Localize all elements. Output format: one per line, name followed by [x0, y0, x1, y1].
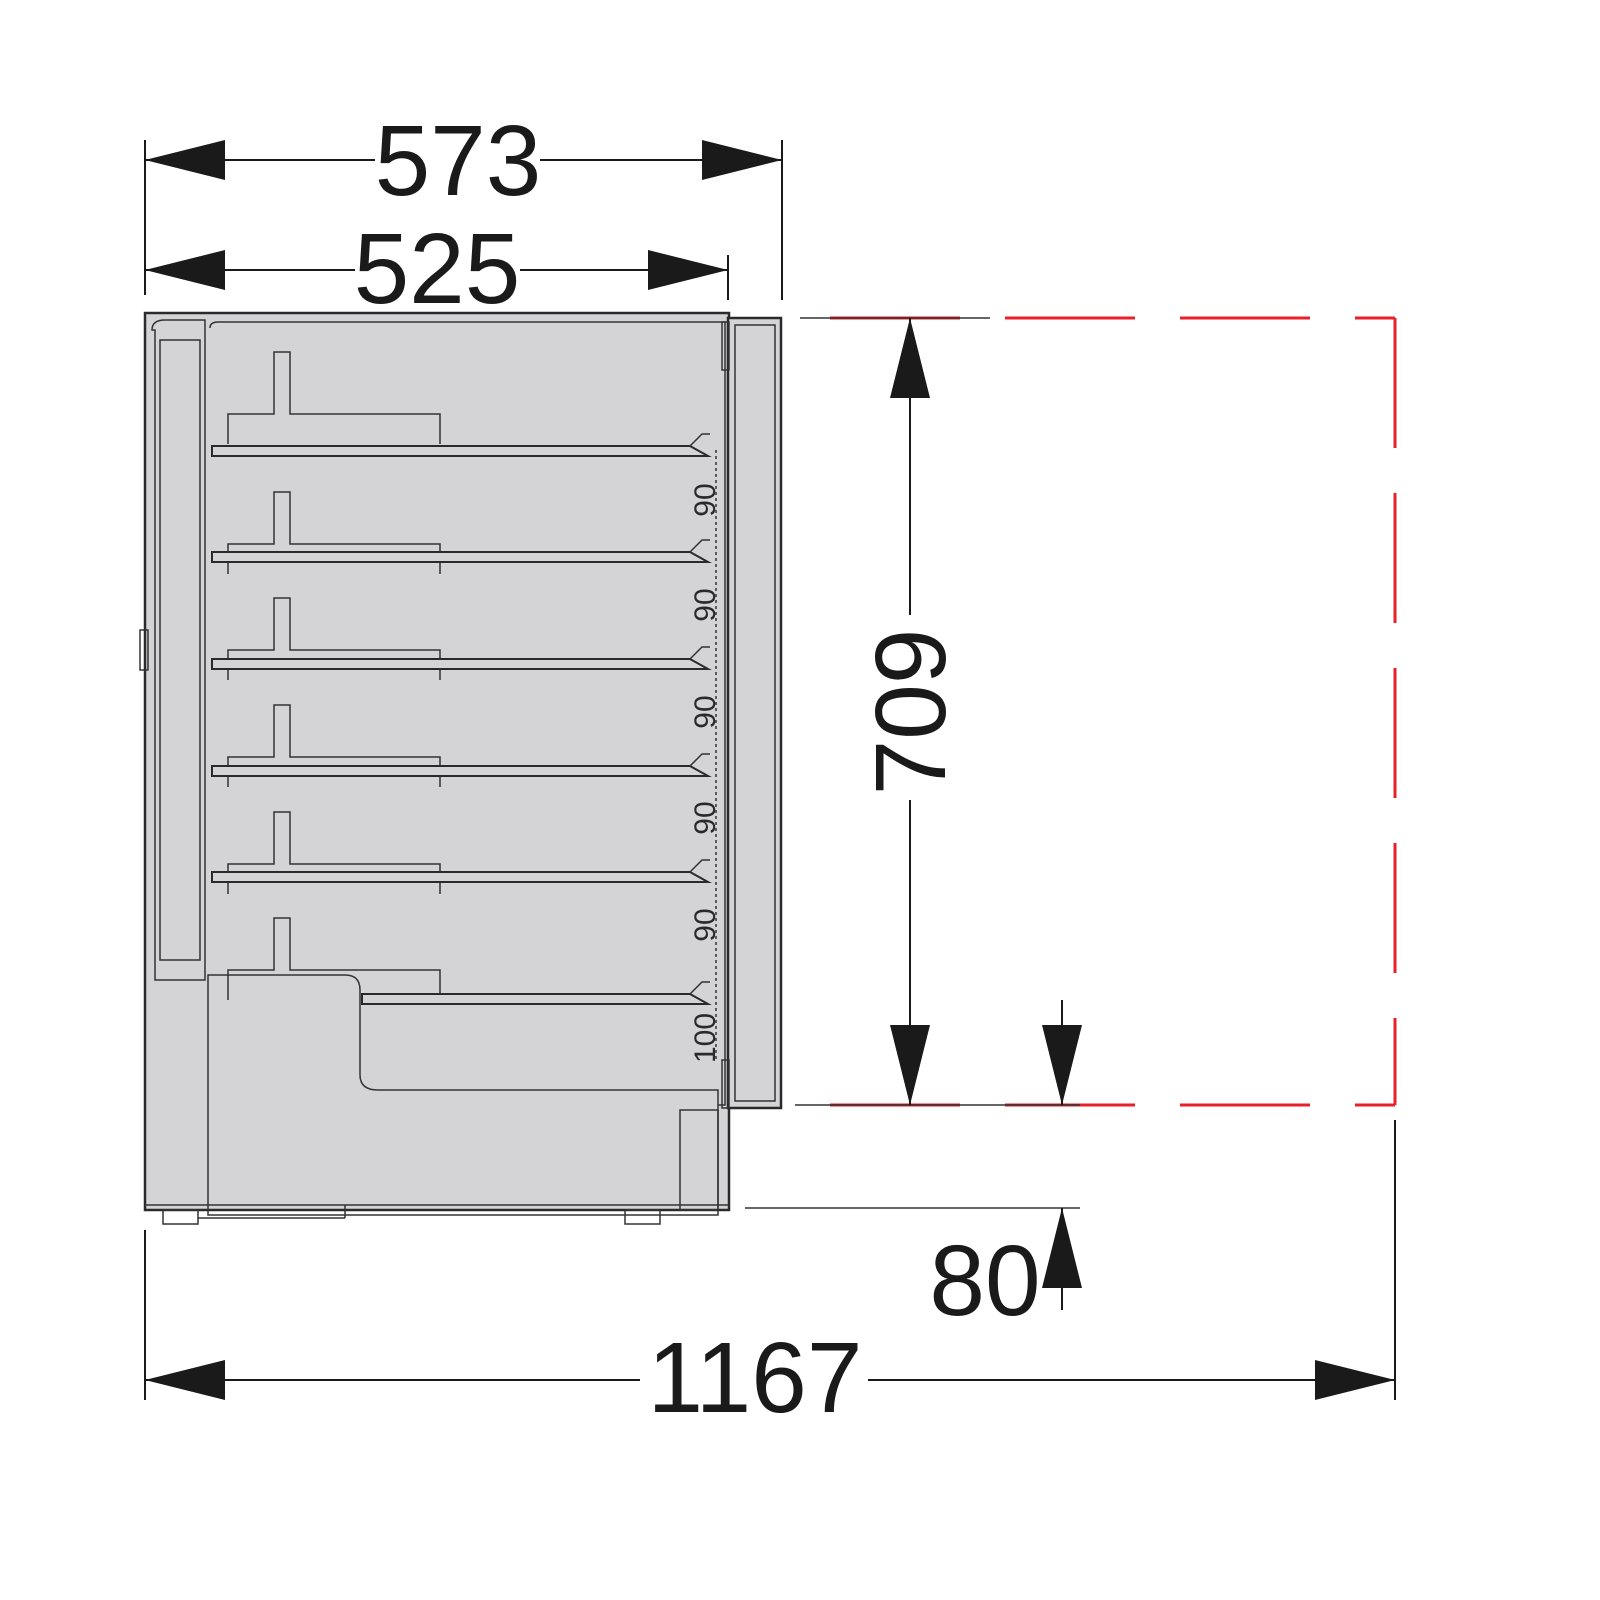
shelf-lip: [689, 433, 710, 447]
dimension-1167-label: 1167: [647, 1322, 862, 1434]
shelf-rail: [211, 871, 712, 883]
dimension-709-label: 709: [855, 629, 967, 796]
shelf-rail: [211, 551, 712, 563]
dimension-709: 709: [795, 317, 1080, 1106]
shelf-spacing-labels: 90 90 90 90 90 100: [689, 450, 722, 1063]
shelf-divider: [227, 917, 441, 1000]
shelf-rail-bottom: [361, 993, 712, 1005]
shelf-lip: [689, 859, 710, 873]
shelf-lip-bottom: [689, 981, 710, 995]
shelf-spacing-4: 90: [689, 801, 722, 834]
glass-door: [721, 316, 783, 1110]
dimension-525: 525: [145, 213, 729, 325]
dimension-80-label: 80: [929, 1225, 1040, 1337]
shelf-lip: [689, 753, 710, 767]
dimension-80: 80: [745, 1000, 1082, 1337]
shelf-divider: [227, 811, 441, 894]
shelf-divider: [227, 704, 441, 787]
dimension-573-label: 573: [375, 105, 542, 217]
shelf-divider: [227, 491, 441, 574]
dimension-573: 573: [144, 105, 783, 300]
shelf-rail: [211, 658, 712, 670]
shelf-rail: [211, 765, 712, 777]
shelf-spacing-3: 90: [689, 695, 722, 728]
dimension-525-label: 525: [354, 213, 521, 325]
shelves: [211, 351, 712, 1005]
shelf-lip: [689, 646, 710, 660]
shelf-spacing-6: 100: [689, 1013, 722, 1063]
shelf-spacing-5: 90: [689, 908, 722, 941]
shelf-spacing-2: 90: [689, 588, 722, 621]
shelf-divider: [227, 351, 441, 444]
shelf-lip: [689, 539, 710, 553]
shelf-rail: [211, 445, 712, 457]
shelf-spacing-1: 90: [689, 483, 722, 516]
dimension-1167: 1167: [144, 1120, 1396, 1434]
shelf-divider: [227, 597, 441, 680]
cabinet-body: [139, 311, 731, 1225]
